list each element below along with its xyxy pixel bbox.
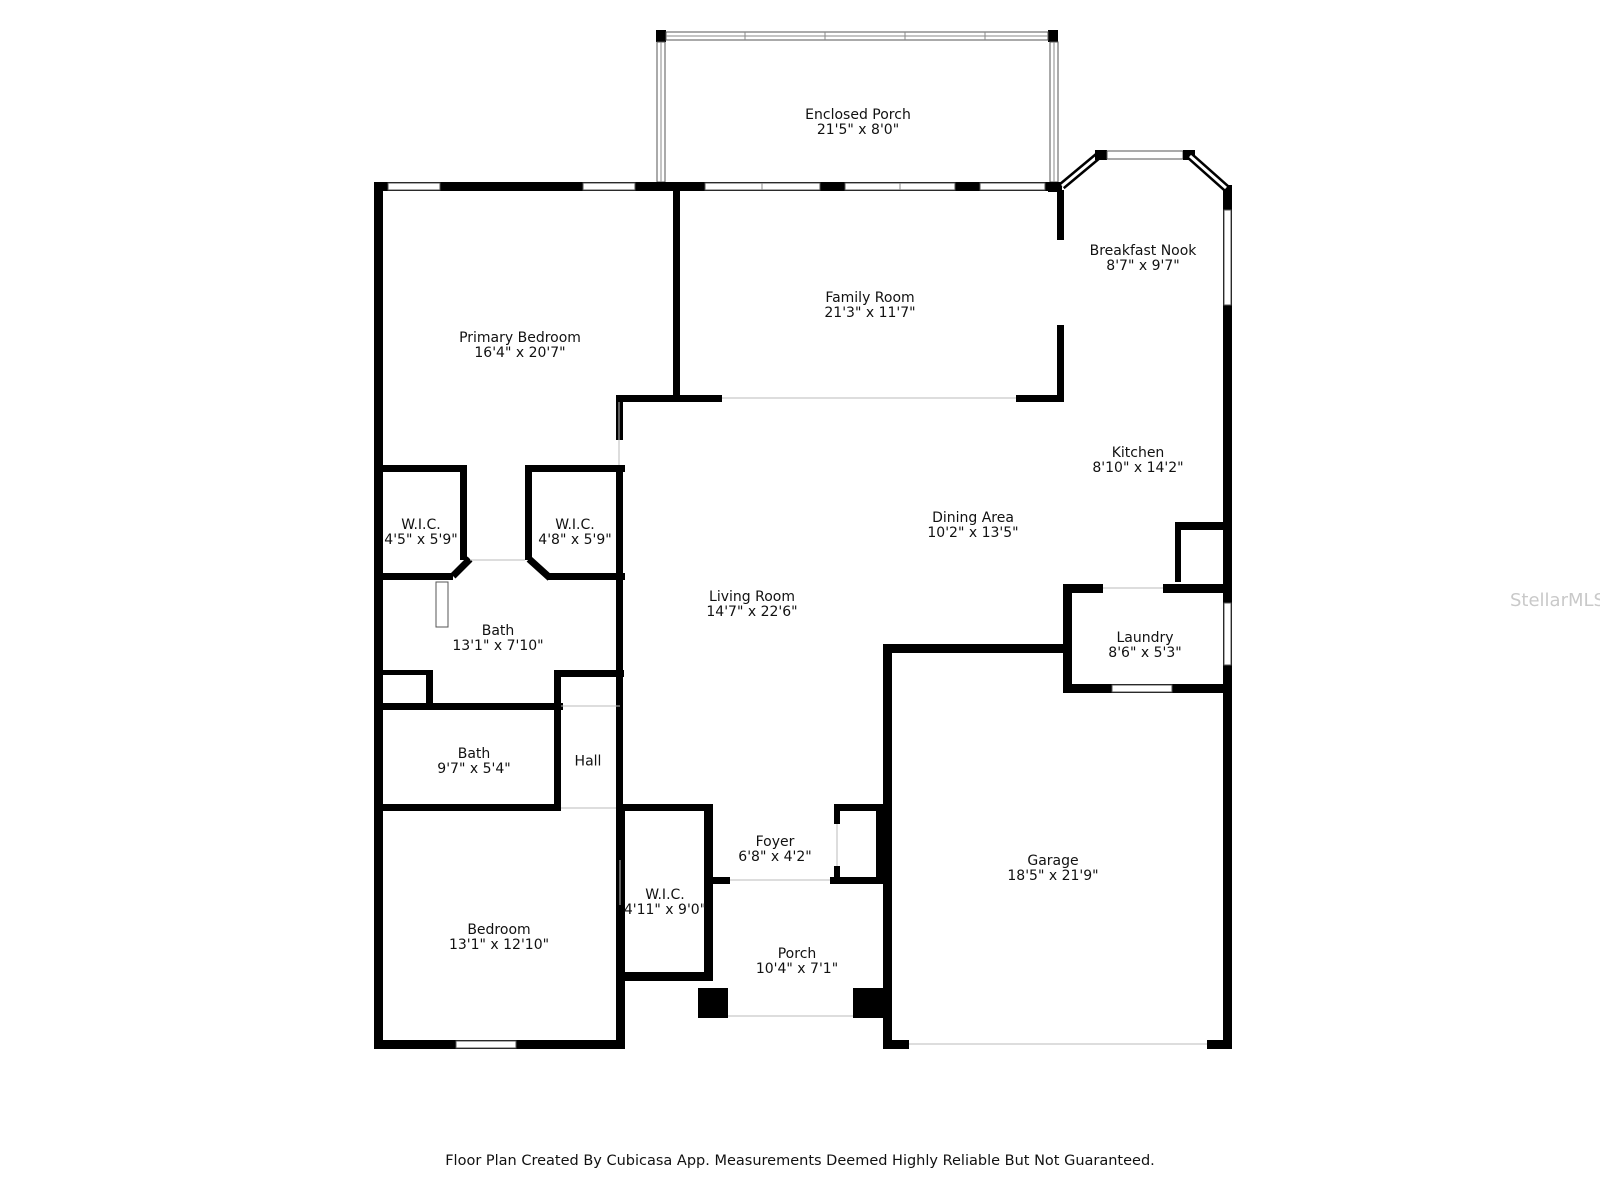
enclosed-porch-walls xyxy=(656,30,1059,183)
room-kitchen: Kitchen 8'10" x 14'2" xyxy=(1092,446,1183,476)
room-dimensions: 13'1" x 12'10" xyxy=(448,937,550,953)
room-dimensions: 10'2" x 13'5" xyxy=(927,525,1019,541)
watermark: StellarMLS xyxy=(1510,590,1600,611)
exterior-walls xyxy=(374,150,1232,1049)
room-foyer: Foyer 6'8" x 4'2" xyxy=(738,835,811,865)
room-name: Bath xyxy=(457,746,491,762)
room-dimensions: 21'3" x 11'7" xyxy=(824,305,916,321)
room-name: Foyer xyxy=(755,834,795,850)
room-wic-1: W.I.C. 4'5" x 5'9" xyxy=(384,518,457,548)
room-dimensions: 8'7" x 9'7" xyxy=(1106,258,1180,274)
room-dimensions: 9'7" x 5'4" xyxy=(437,761,511,777)
room-name: Enclosed Porch xyxy=(805,107,911,123)
interior-walls xyxy=(383,190,1163,915)
room-name: Dining Area xyxy=(932,510,1014,526)
room-dimensions: 14'7" x 22'6" xyxy=(706,604,798,620)
room-dimensions: 4'5" x 5'9" xyxy=(384,532,458,548)
room-bedroom: Bedroom 13'1" x 12'10" xyxy=(449,923,549,953)
room-wic-3: W.I.C. 4'11" x 9'0" xyxy=(624,888,706,918)
room-name: Bath xyxy=(481,623,515,639)
room-dimensions: 8'6" x 5'3" xyxy=(1108,645,1182,661)
room-name: Bedroom xyxy=(467,922,531,938)
room-breakfast-nook: Breakfast Nook 8'7" x 9'7" xyxy=(1090,244,1197,274)
room-name: Living Room xyxy=(709,589,795,605)
room-dimensions: 4'11" x 9'0" xyxy=(623,902,707,918)
room-laundry: Laundry 8'6" x 5'3" xyxy=(1108,631,1181,661)
room-living-room: Living Room 14'7" x 22'6" xyxy=(706,590,797,620)
room-dimensions: 6'8" x 4'2" xyxy=(738,849,812,865)
room-name: Kitchen xyxy=(1111,445,1165,461)
room-name: W.I.C. xyxy=(645,887,685,903)
room-name: Laundry xyxy=(1116,630,1174,646)
room-dimensions: 21'5" x 8'0" xyxy=(816,122,900,138)
room-bath-1: Bath 13'1" x 7'10" xyxy=(452,624,543,654)
room-name: Breakfast Nook xyxy=(1089,243,1197,259)
room-name: Hall xyxy=(574,753,602,770)
room-dimensions: 13'1" x 7'10" xyxy=(452,638,544,654)
room-porch: Porch 10'4" x 7'1" xyxy=(756,947,838,977)
room-name: Porch xyxy=(777,946,817,962)
footer-disclaimer: Floor Plan Created By Cubicasa App. Meas… xyxy=(445,1153,1155,1169)
room-garage: Garage 18'5" x 21'9" xyxy=(1007,854,1098,884)
room-dining-area: Dining Area 10'2" x 13'5" xyxy=(927,511,1018,541)
room-wic-2: W.I.C. 4'8" x 5'9" xyxy=(538,518,611,548)
room-name: Primary Bedroom xyxy=(459,330,581,346)
room-bath-2: Bath 9'7" x 5'4" xyxy=(437,747,510,777)
room-name: Garage xyxy=(1027,853,1079,869)
room-dimensions: 8'10" x 14'2" xyxy=(1092,460,1184,476)
room-hall: Hall xyxy=(574,753,602,770)
room-name: W.I.C. xyxy=(555,517,595,533)
room-family-room: Family Room 21'3" x 11'7" xyxy=(824,291,915,321)
room-dimensions: 16'4" x 20'7" xyxy=(474,345,566,361)
room-dimensions: 4'8" x 5'9" xyxy=(538,532,612,548)
room-name: Family Room xyxy=(825,290,915,306)
room-name: W.I.C. xyxy=(401,517,441,533)
room-primary-bedroom: Primary Bedroom 16'4" x 20'7" xyxy=(459,331,581,361)
room-dimensions: 10'4" x 7'1" xyxy=(755,961,839,977)
room-dimensions: 18'5" x 21'9" xyxy=(1007,868,1099,884)
room-enclosed-porch: Enclosed Porch 21'5" x 8'0" xyxy=(805,108,911,138)
